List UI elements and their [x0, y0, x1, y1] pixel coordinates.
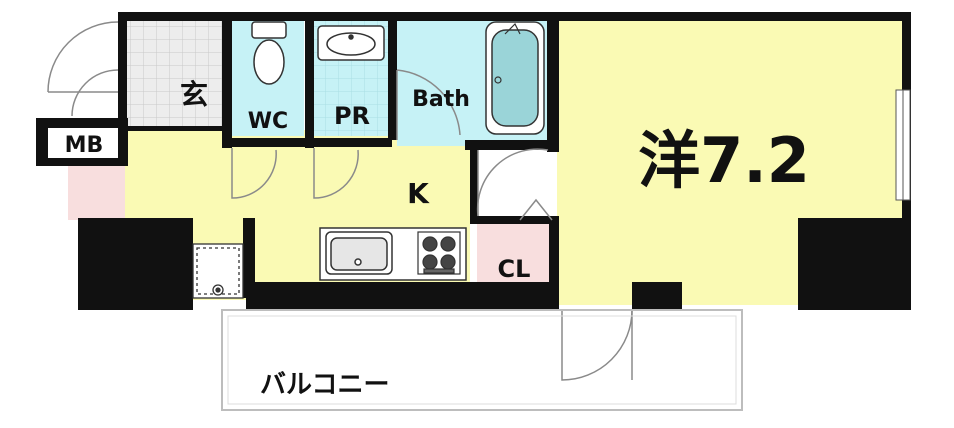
balcony-label: バルコニー — [260, 370, 389, 400]
bathtub-icon — [485, 21, 545, 135]
meter-box-inner — [48, 128, 118, 158]
walls — [36, 12, 911, 310]
toilet-icon — [251, 21, 287, 85]
washing-machine-pan-icon — [192, 243, 244, 299]
genkan-label: 玄 — [180, 78, 208, 111]
genkan-floor — [125, 20, 223, 126]
kitchen-sink-icon — [325, 231, 393, 275]
balcony-outline — [221, 309, 743, 411]
kitchen-label: K — [407, 177, 430, 210]
gas-stove-icon — [417, 231, 461, 275]
door-swings — [47, 21, 633, 381]
closet-label: CL — [498, 255, 531, 283]
meter-box-floor — [68, 165, 125, 220]
mb-label: MB — [65, 133, 104, 158]
washbasin-icon — [317, 25, 385, 61]
pr-label: PR — [334, 102, 370, 130]
wc-label: WC — [248, 109, 288, 134]
bath-label: Bath — [412, 87, 470, 112]
western-room-label: 洋7.2 — [638, 124, 810, 197]
